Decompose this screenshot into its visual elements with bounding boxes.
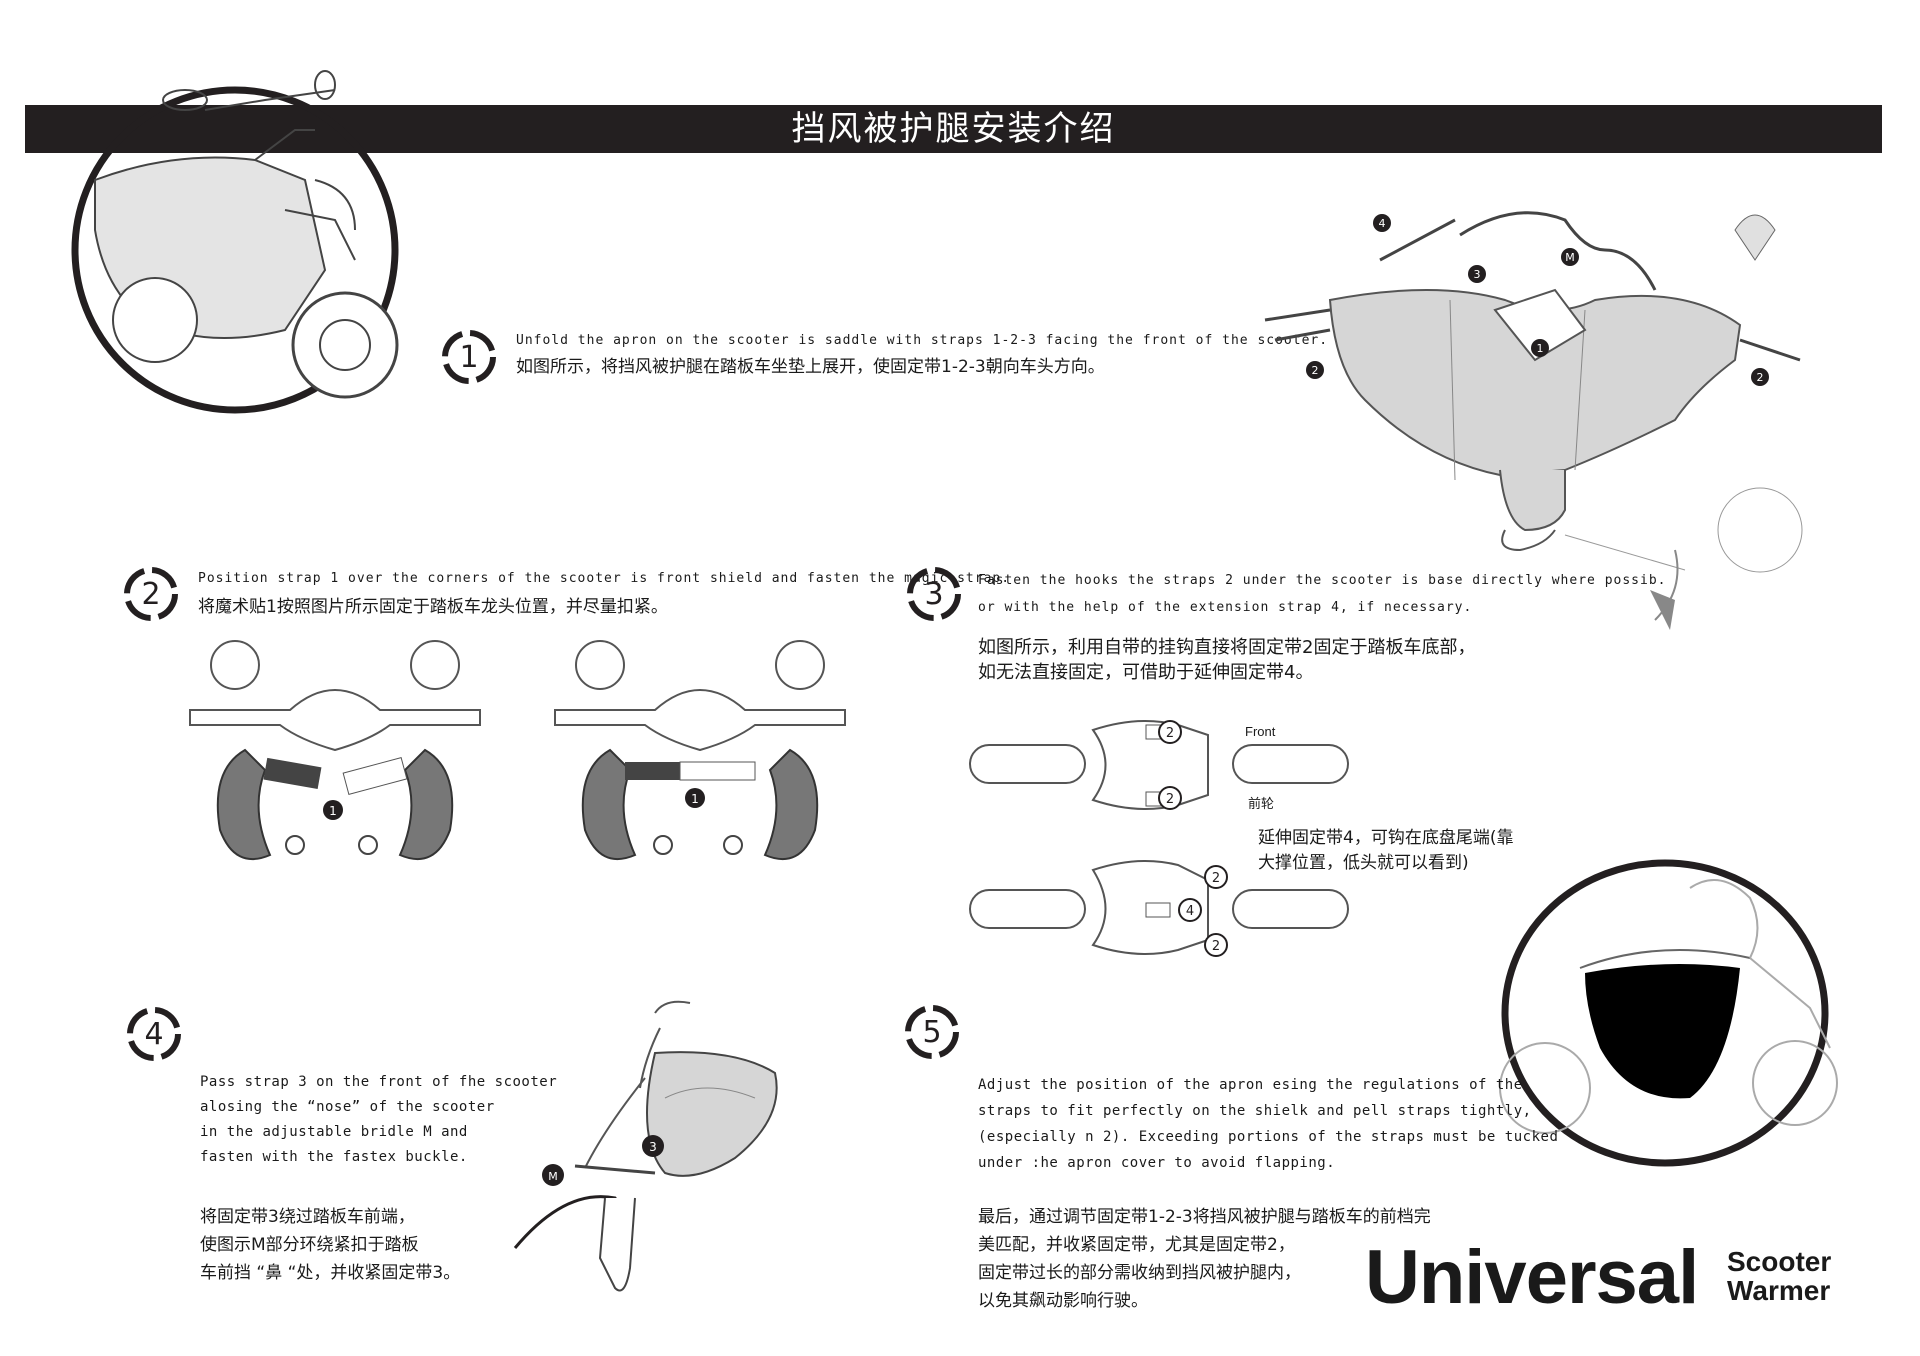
step-4-diagram: 3 M — [513, 1000, 778, 1292]
step-1-english: Unfold the apron on the scooter is saddl… — [516, 333, 1329, 348]
step-2-marker-right: 1 — [691, 792, 699, 806]
scooter-circle-illustration-2 — [1499, 859, 1838, 1167]
step-3-number: 3 — [924, 577, 943, 612]
step-2-diagram-left: 1 — [189, 640, 481, 860]
step-5-number: 5 — [922, 1015, 941, 1050]
step-1-badge: 1 — [442, 330, 496, 384]
extension-note-line-1: 延伸固定带4，可钩在底盘尾端(靠 — [1258, 828, 1514, 848]
marker-3: 3 — [1474, 268, 1481, 281]
step-5-chinese-line-3: 固定带过长的部分需收纳到挡风被护腿内， — [978, 1263, 1301, 1283]
step-5-english-line-4: under :he apron cover to avoid flapping. — [978, 1155, 1336, 1171]
step-5-badge: 5 — [905, 1005, 959, 1059]
step-4-chinese-line-1: 将固定带3绕过踏板车前端， — [200, 1207, 415, 1227]
step-3-diagram-bottom: 2 4 2 — [969, 860, 1349, 957]
brand-logo-main: Universal — [1365, 1235, 1699, 1320]
step-1-number: 1 — [459, 340, 478, 375]
step-3-marker-2d: 2 — [1212, 939, 1220, 954]
front-label: Front — [1245, 724, 1276, 739]
step-3-marker-2a: 2 — [1166, 726, 1174, 741]
step-3-english-line-2: or with the help of the extension strap … — [978, 600, 1473, 615]
step-2-marker-left: 1 — [329, 804, 337, 818]
front-wheel-label: 前轮 — [1248, 796, 1275, 811]
step-3-chinese-line-1: 如图所示，利用自带的挂钩直接将固定带2固定于踏板车底部， — [978, 637, 1476, 658]
step-5-chinese-line-2: 美匹配，并收紧固定带，尤其是固定带2， — [978, 1235, 1295, 1255]
step-2-english: Position strap 1 over the corners of the… — [198, 571, 1011, 586]
step-3-marker-2c: 2 — [1212, 871, 1220, 886]
step-5-chinese-line-1: 最后，通过调节固定带1-2-3将挡风被护腿与踏板车的前档完 — [978, 1207, 1431, 1227]
step-3-marker-4: 4 — [1186, 904, 1194, 919]
step-3-marker-2b: 2 — [1166, 792, 1174, 807]
scooter-circle-illustration — [71, 70, 399, 414]
step-2-badge: 2 — [124, 567, 178, 621]
step-3-diagram-top: 2 2 — [969, 720, 1349, 810]
step-5-english-line-2: straps to fit perfectly on the shielk an… — [978, 1103, 1532, 1119]
step-5-chinese-line-4: 以免其飙动影响行驶。 — [978, 1291, 1148, 1311]
step-4-chinese-line-3: 车前挡 “鼻 “处，并收紧固定带3。 — [200, 1263, 461, 1283]
step-4-badge: 4 — [127, 1007, 181, 1061]
step-4-chinese-line-2: 使图示M部分环绕紧扣于踏板 — [200, 1235, 419, 1255]
step-2-diagram-right: 1 — [554, 640, 846, 860]
step-4-marker-m: M — [548, 1170, 558, 1183]
step-3-english-line-1: Fasten the hooks the straps 2 under the … — [978, 573, 1667, 588]
step-2-number: 2 — [141, 577, 160, 612]
step-4-english-line-3: in the adjustable bridle M and — [200, 1124, 468, 1140]
page-title: 挡风被护腿安装介绍 — [791, 109, 1116, 149]
step-4-number: 4 — [144, 1017, 163, 1052]
step-4-english-line-4: fasten with the fastex buckle. — [200, 1149, 468, 1165]
brand-logo-sub-1: Scooter — [1727, 1246, 1832, 1277]
brand-logo-sub-2: Warmer — [1727, 1275, 1831, 1306]
marker-1: 1 — [1537, 342, 1544, 355]
step-3-badge: 3 — [907, 567, 961, 621]
step-4-english-line-1: Pass strap 3 on the front of fhe scooter — [200, 1074, 558, 1090]
marker-4: 4 — [1379, 217, 1386, 230]
extension-note-line-2: 大撑位置，低头就可以看到) — [1258, 853, 1469, 873]
marker-m: M — [1565, 251, 1575, 264]
apron-diagram: 2 2 1 4 3 M — [1264, 211, 1803, 630]
step-4-english-line-2: alosing the “nose” of the scooter — [200, 1099, 495, 1115]
step-5-english-line-3: (especially n 2). Exceeding portions of … — [978, 1129, 1559, 1145]
step-2-chinese: 将魔术贴1按照图片所示固定于踏板车龙头位置，并尽量扣紧。 — [198, 597, 668, 617]
marker-2-left: 2 — [1312, 364, 1319, 377]
marker-2-right: 2 — [1757, 371, 1764, 384]
step-3-chinese-line-2: 如无法直接固定，可借助于延伸固定带4。 — [978, 662, 1314, 683]
step-1-chinese: 如图所示，将挡风被护腿在踏板车坐垫上展开，使固定带1-2-3朝向车头方向。 — [516, 357, 1105, 377]
step-5-english-line-1: Adjust the position of the apron esing t… — [978, 1077, 1523, 1093]
step-4-marker-3: 3 — [649, 1140, 657, 1154]
